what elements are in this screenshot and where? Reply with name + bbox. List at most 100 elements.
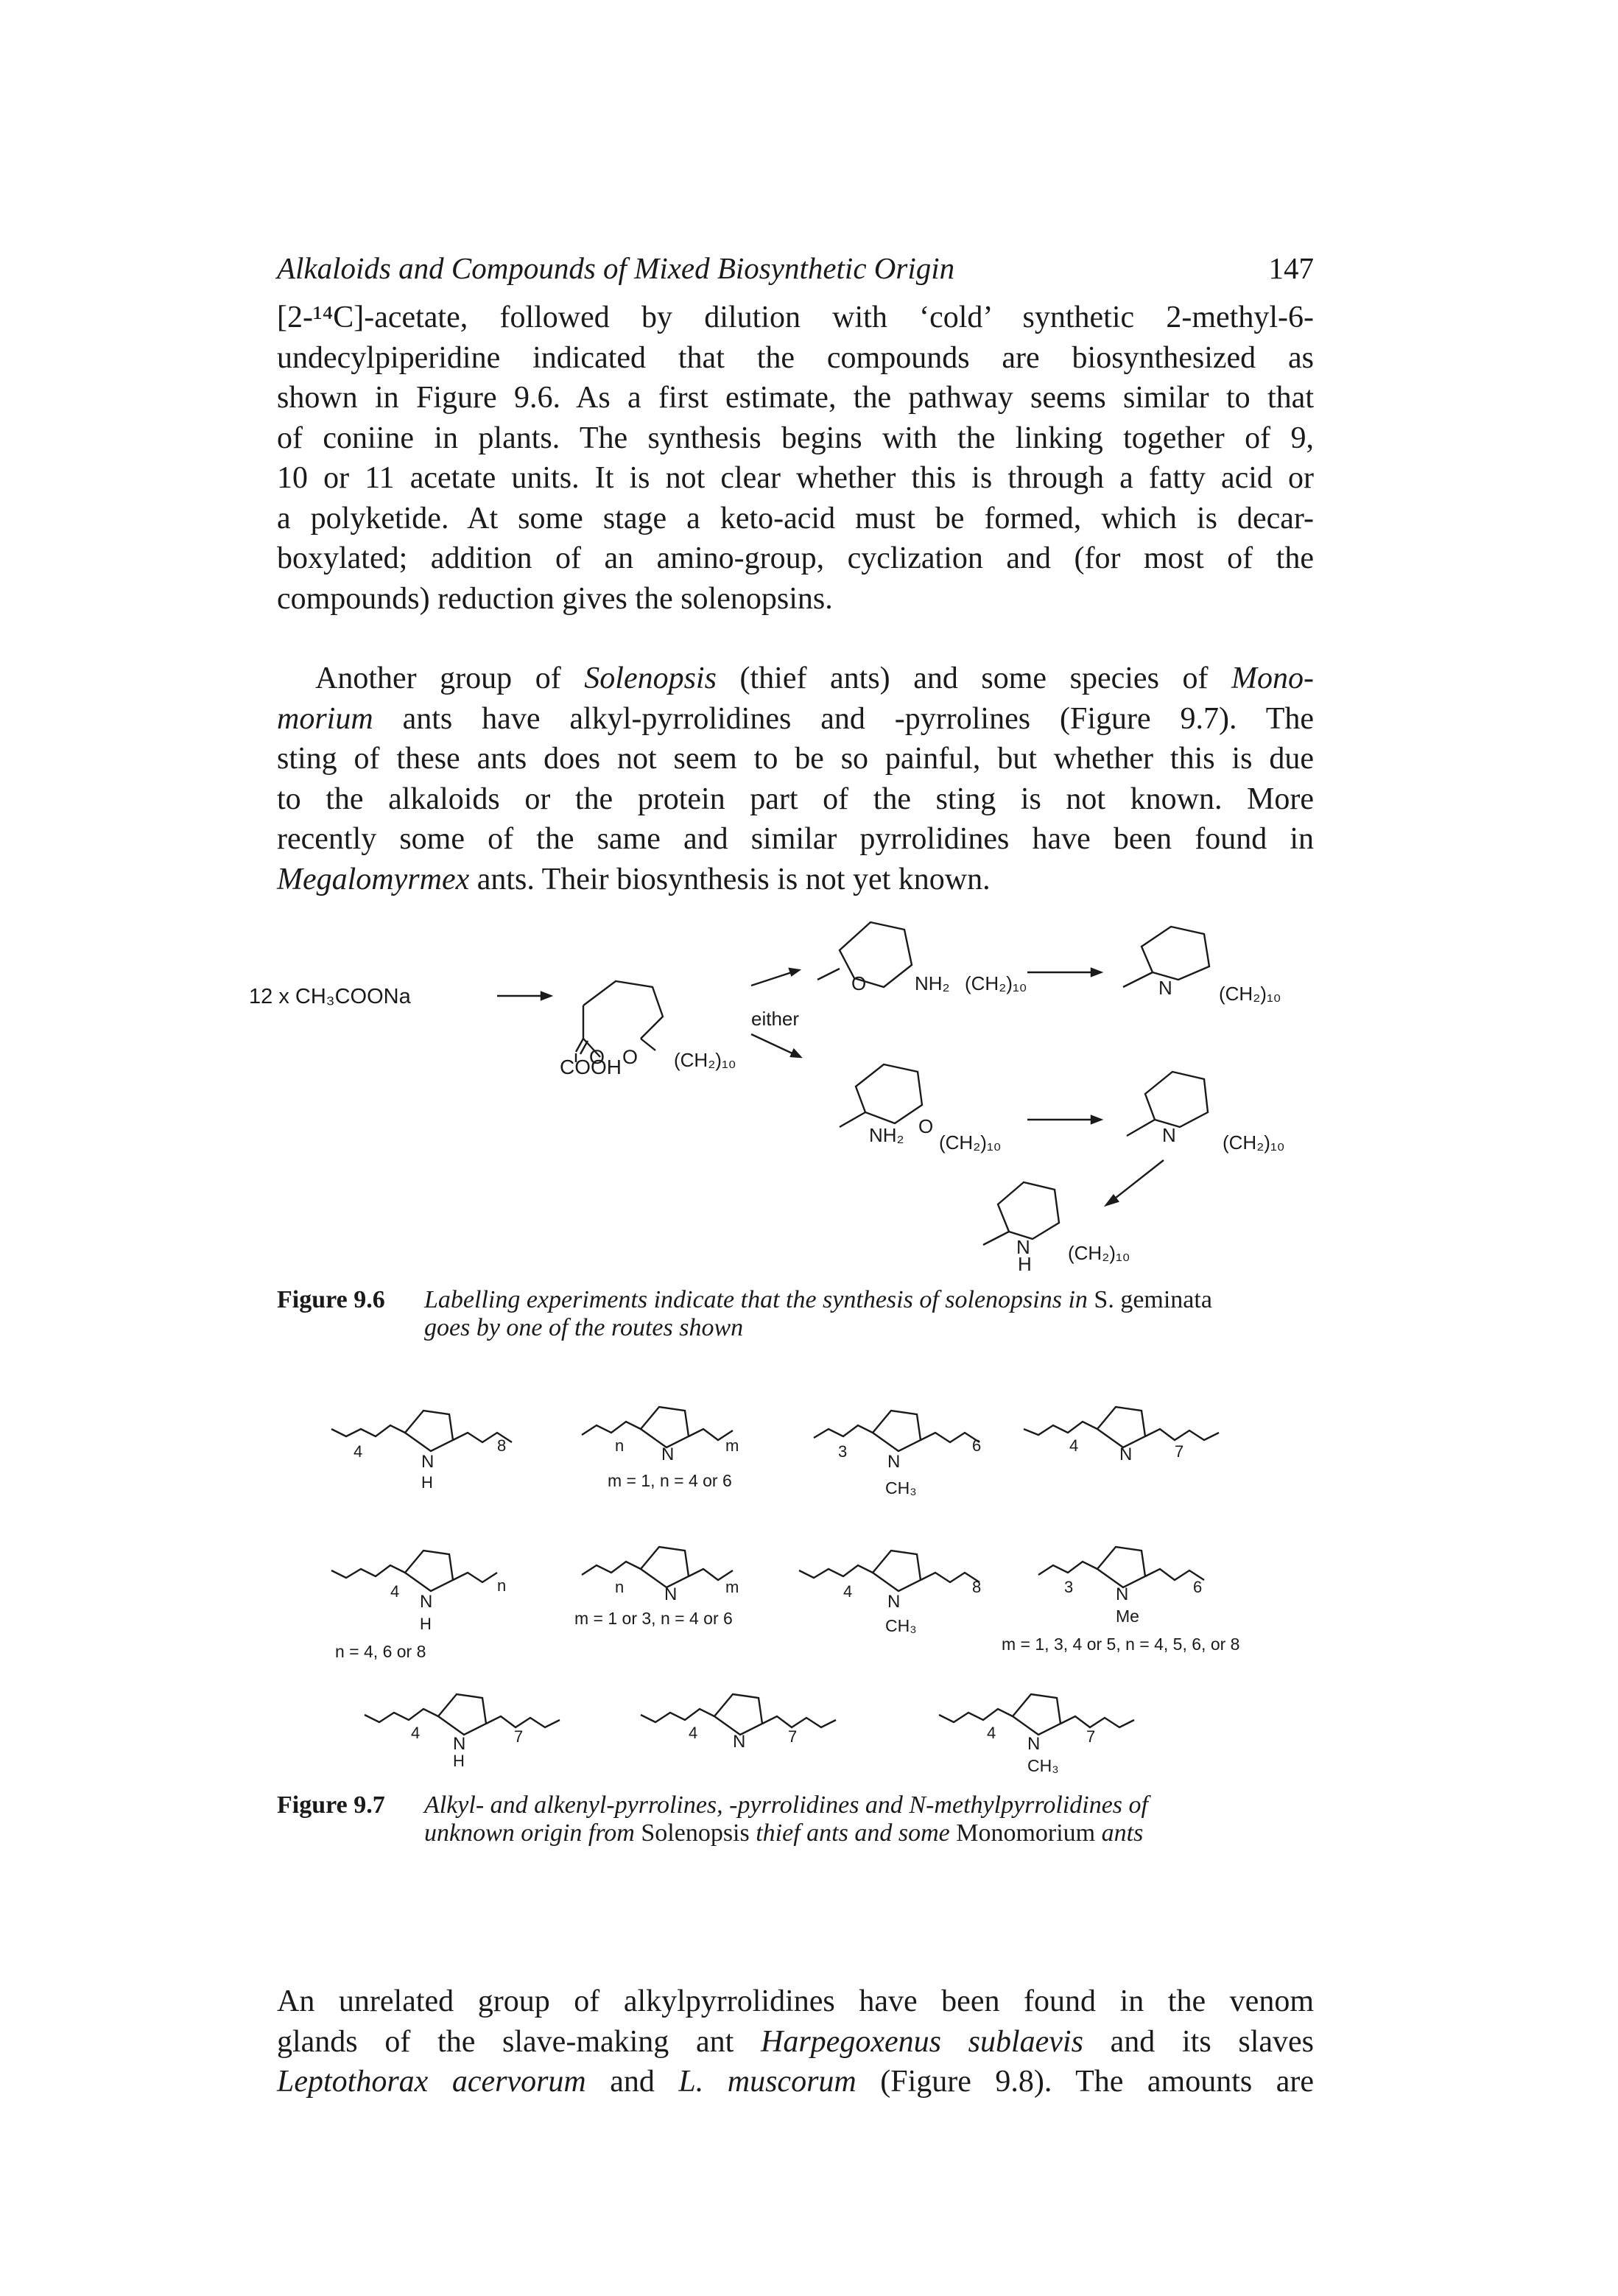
text-line: glands of the slave-making ant Harpegoxe… xyxy=(277,2024,1314,2059)
cooh-label: COOH xyxy=(560,1056,622,1078)
svg-text:N: N xyxy=(453,1734,465,1754)
svg-text:7: 7 xyxy=(788,1727,797,1746)
svg-text:6: 6 xyxy=(972,1436,981,1455)
svg-text:N: N xyxy=(1158,977,1172,999)
svg-text:Me: Me xyxy=(1116,1607,1139,1626)
svg-text:N: N xyxy=(661,1444,674,1464)
svg-text:3: 3 xyxy=(1064,1578,1073,1596)
structure-6: n N m m = 1 or 3, n = 4 or 6 xyxy=(574,1545,739,1628)
svg-text:3: 3 xyxy=(838,1442,847,1461)
svg-text:(CH₂)₁₀: (CH₂)₁₀ xyxy=(939,1131,1002,1154)
svg-text:N: N xyxy=(420,1592,432,1612)
svg-text:NH₂: NH₂ xyxy=(915,972,950,994)
svg-text:N: N xyxy=(664,1584,677,1604)
svg-text:N: N xyxy=(887,1592,900,1612)
svg-text:m: m xyxy=(725,1578,739,1596)
structure-10: 4 N 7 xyxy=(640,1693,837,1752)
condition-2: n = 4, 6 or 8 xyxy=(335,1642,426,1661)
svg-text:H: H xyxy=(421,1473,433,1492)
svg-text:n: n xyxy=(497,1576,506,1595)
text-line: Another group of Solenopsis (thief ants)… xyxy=(315,661,1314,695)
structure-7: 4 N CH₃ 8 xyxy=(798,1549,981,1635)
svg-text:N: N xyxy=(1116,1584,1128,1604)
text-line: An unrelated group of alkylpyrrolidines … xyxy=(277,1984,1314,2018)
svg-text:(CH₂)₁₀: (CH₂)₁₀ xyxy=(1223,1131,1285,1154)
page-number: 147 xyxy=(1268,251,1315,285)
svg-text:O: O xyxy=(589,1046,605,1068)
svg-text:4: 4 xyxy=(354,1442,362,1461)
text-line: 10 or 11 acetate units. It is not clear … xyxy=(277,461,1314,495)
svg-text:4: 4 xyxy=(987,1724,996,1742)
svg-text:m: m xyxy=(725,1436,739,1455)
text-line: sting of these ants does not seem to be … xyxy=(277,742,1314,776)
svg-text:4: 4 xyxy=(689,1724,697,1742)
paragraph-1: [2-¹⁴C]-acetate, followed by dilution wi… xyxy=(277,298,1314,619)
svg-text:H: H xyxy=(420,1615,432,1633)
svg-text:CH₃: CH₃ xyxy=(885,1478,917,1498)
text-line: undecylpiperidine indicated that the com… xyxy=(277,340,1314,375)
svg-text:8: 8 xyxy=(497,1436,506,1455)
svg-text:6: 6 xyxy=(1193,1578,1202,1596)
condition-3: m = 1 or 3, n = 4 or 6 xyxy=(574,1609,733,1628)
svg-text:H: H xyxy=(453,1752,465,1770)
figure-9-7-structures: 4 N H 8 n N m m = 1, n = 4 or 6 3 N CH₃ … xyxy=(331,1405,1239,1775)
svg-text:N: N xyxy=(421,1452,434,1472)
svg-text:O: O xyxy=(918,1115,933,1137)
svg-text:(CH₂)₁₀: (CH₂)₁₀ xyxy=(965,972,1027,994)
structure-9: 4 N H 7 xyxy=(364,1693,560,1770)
svg-text:n: n xyxy=(615,1436,624,1455)
text-line: boxylated; addition of an amino-group, c… xyxy=(277,541,1314,575)
structure-4: 4 N 7 xyxy=(1023,1405,1220,1464)
figure-9-6-scheme: 12 x CH₃COONa COOH O O (CH₂)₁₀ either O … xyxy=(249,921,1285,1274)
svg-text:4: 4 xyxy=(843,1582,852,1601)
keto-acid-chain xyxy=(583,980,664,1039)
text-line: [2-¹⁴C]-acetate, followed by dilution wi… xyxy=(277,301,1314,334)
text-line: a polyketide. At some stage a keto-acid … xyxy=(277,501,1314,536)
structure-3: 3 N CH₃ 6 xyxy=(813,1409,981,1498)
svg-text:O: O xyxy=(622,1046,638,1068)
text-line: compounds) reduction gives the solenopsi… xyxy=(277,581,833,616)
svg-text:4: 4 xyxy=(390,1582,399,1601)
text-line: of coniine in plants. The synthesis begi… xyxy=(277,421,1314,455)
text-line: recently some of the same and similar py… xyxy=(277,822,1314,856)
svg-text:N: N xyxy=(1162,1124,1176,1146)
svg-text:N: N xyxy=(1119,1444,1132,1464)
svg-text:(CH₂)₁₀: (CH₂)₁₀ xyxy=(1068,1242,1130,1264)
svg-text:O: O xyxy=(851,972,866,994)
text-line: Leptothorax acervorum and L. muscorum (F… xyxy=(277,2065,1314,2099)
svg-text:NH₂: NH₂ xyxy=(869,1124,904,1146)
svg-text:7: 7 xyxy=(514,1727,523,1746)
text-line: Megalomyrmex ants. Their biosynthesis is… xyxy=(277,862,991,896)
structure-1: 4 N H 8 xyxy=(331,1409,513,1492)
running-header: Alkaloids and Compounds of Mixed Biosynt… xyxy=(277,250,1314,295)
svg-text:N: N xyxy=(733,1732,745,1752)
either-label: either xyxy=(751,1008,799,1030)
svg-text:N: N xyxy=(1027,1734,1040,1754)
structure-11: 4 N CH₃ 7 xyxy=(938,1693,1135,1775)
text-line: morium ants have alkyl-pyrrolidines and … xyxy=(277,701,1314,736)
svg-text:n: n xyxy=(615,1578,624,1596)
svg-text:4: 4 xyxy=(1069,1436,1078,1455)
paragraph-3: An unrelated group of alkylpyrrolidines … xyxy=(277,1981,1314,2102)
condition-4: m = 1, 3, 4 or 5, n = 4, 5, 6, or 8 xyxy=(1002,1635,1239,1654)
paragraph-2: Another group of Solenopsis (thief ants)… xyxy=(277,659,1314,899)
svg-text:(CH₂)₁₀: (CH₂)₁₀ xyxy=(1219,983,1281,1005)
condition-1: m = 1, n = 4 or 6 xyxy=(608,1471,732,1490)
structure-8: 3 N Me 6 m = 1, 3, 4 or 5, n = 4, 5, 6, … xyxy=(1002,1545,1239,1654)
svg-text:CH₃: CH₃ xyxy=(1027,1756,1059,1775)
svg-text:H: H xyxy=(1018,1253,1032,1274)
reagent-label: 12 x CH₃COONa xyxy=(249,985,412,1008)
svg-text:CH₃: CH₃ xyxy=(885,1616,917,1635)
svg-text:4: 4 xyxy=(411,1724,420,1742)
svg-text:7: 7 xyxy=(1086,1727,1095,1746)
text-line: to the alkaloids or the protein part of … xyxy=(277,782,1314,816)
structure-5: 4 N H n n = 4, 6 or 8 xyxy=(331,1549,506,1661)
running-title: Alkaloids and Compounds of Mixed Biosynt… xyxy=(277,251,955,285)
svg-text:N: N xyxy=(1016,1236,1030,1258)
text-line: shown in Figure 9.6. As a first estimate… xyxy=(277,381,1314,415)
svg-text:8: 8 xyxy=(972,1578,981,1596)
svg-text:N: N xyxy=(887,1452,900,1472)
svg-text:7: 7 xyxy=(1175,1442,1183,1461)
structure-2: n N m m = 1, n = 4 or 6 xyxy=(581,1405,739,1490)
svg-text:(CH₂)₁₀: (CH₂)₁₀ xyxy=(674,1049,736,1071)
